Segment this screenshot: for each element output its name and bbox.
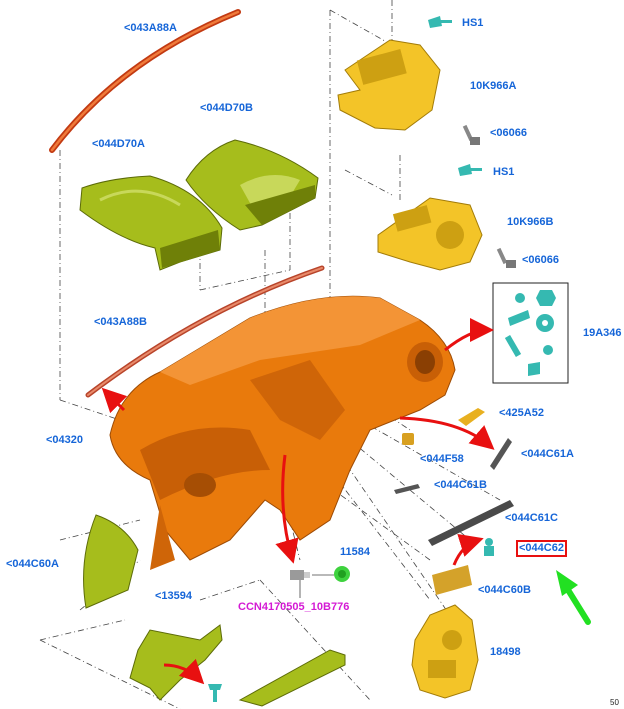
part-ccn-connector: [290, 570, 310, 580]
hs1-screw-icon: [428, 16, 452, 28]
label-06066-bottom[interactable]: <06066: [522, 254, 560, 266]
clip-044F58: [402, 433, 414, 445]
bezel-10K966B: [377, 197, 483, 271]
label-044C62-highlighted[interactable]: <044C62: [516, 540, 567, 557]
trim-044C61B: [394, 484, 420, 494]
fastener-kit-19A346: [492, 282, 569, 384]
trim-044C61C: [428, 500, 514, 546]
clip-425A52: [458, 408, 485, 426]
label-13594[interactable]: <13594: [155, 590, 193, 602]
label-hs1-top[interactable]: HS1: [462, 17, 484, 29]
label-044D70A[interactable]: <044D70A: [92, 138, 145, 150]
bracket-13594: [129, 624, 223, 701]
label-044C61C[interactable]: <044C61C: [505, 512, 558, 524]
label-06066-top[interactable]: <06066: [490, 127, 528, 139]
label-044F58[interactable]: <044F58: [420, 453, 464, 465]
bezel-10K966A: [337, 39, 441, 131]
green-trim-strip: [238, 649, 346, 707]
clip-044C62: [484, 538, 494, 556]
screw-icon: [208, 684, 222, 702]
label-044C60B[interactable]: <044C60B: [478, 584, 531, 596]
label-hs1-bottom[interactable]: HS1: [493, 166, 515, 178]
label-044C61B[interactable]: <044C61B: [434, 479, 487, 491]
trim-044C61A: [490, 438, 512, 470]
duct-cover-044D70B: [185, 139, 319, 231]
label-10K966A[interactable]: 10K966A: [470, 80, 517, 92]
hs1-screw-icon: [458, 164, 482, 176]
instrument-panel-04320: [109, 295, 456, 570]
label-18498[interactable]: 18498: [490, 646, 521, 658]
figure-reference-number: 50: [610, 698, 619, 707]
part-11584: [334, 566, 350, 582]
red-arrows: [101, 318, 495, 685]
bolt-icon: [462, 124, 480, 145]
label-ccn4170505-10b776[interactable]: CCN4170505_10B776: [238, 601, 350, 613]
bolt-icon: [496, 247, 516, 268]
label-10K966B[interactable]: 10K966B: [507, 216, 554, 228]
label-19A346[interactable]: 19A346: [583, 327, 622, 339]
label-04320[interactable]: <04320: [46, 434, 84, 446]
end-cap-044C60A: [83, 514, 139, 609]
label-044C61A[interactable]: <044C61A: [521, 448, 574, 460]
leader-lines: [39, 0, 501, 709]
green-arrow: [556, 570, 591, 625]
duct-cover-044D70A: [79, 175, 223, 271]
label-044C60A[interactable]: <044C60A: [6, 558, 59, 570]
label-043A88A[interactable]: <043A88A: [124, 22, 177, 34]
label-11584[interactable]: 11584: [340, 546, 370, 558]
bezel-18498: [411, 604, 479, 699]
label-425A52[interactable]: <425A52: [499, 407, 544, 419]
trim-044C60B: [432, 565, 472, 595]
label-044D70B[interactable]: <044D70B: [200, 102, 253, 114]
label-043A88B[interactable]: <043A88B: [94, 316, 147, 328]
